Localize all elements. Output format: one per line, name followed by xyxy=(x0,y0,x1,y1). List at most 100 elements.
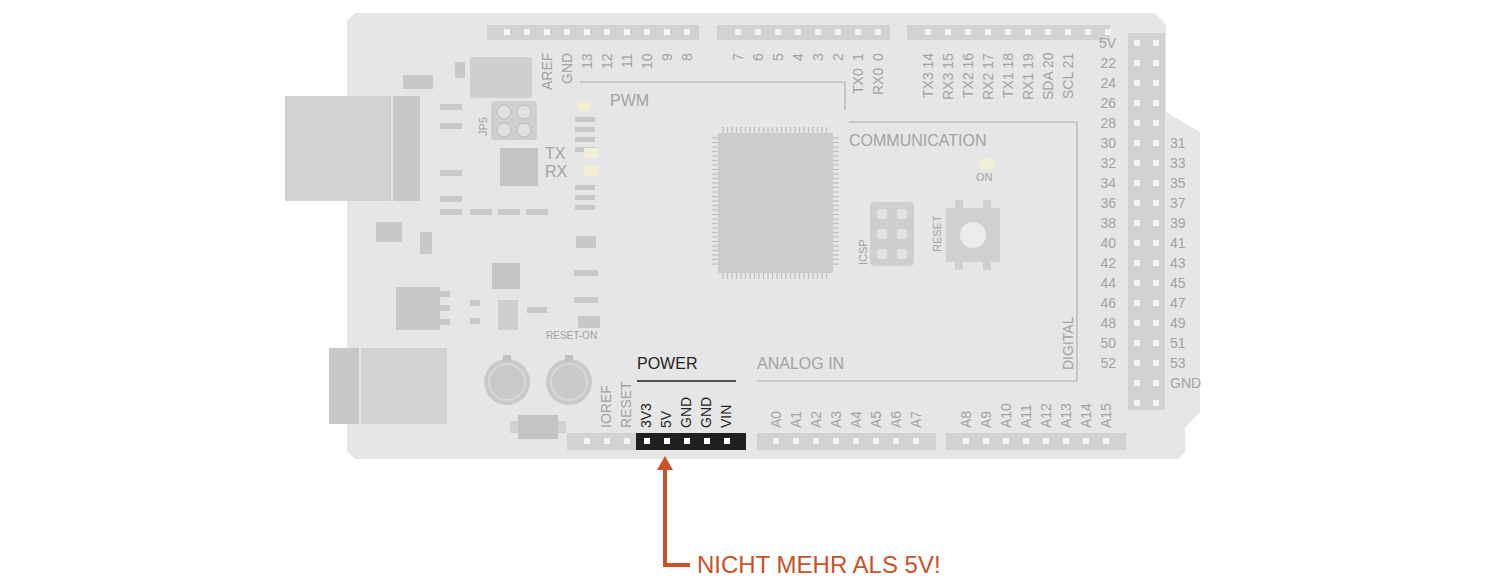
microcontroller xyxy=(833,245,839,246)
voltage-regulator xyxy=(440,319,450,325)
pin-label: 33 xyxy=(1170,156,1186,170)
section-lines xyxy=(637,380,736,382)
headers xyxy=(1134,380,1140,386)
usb-connector xyxy=(285,96,420,201)
pin-label: 47 xyxy=(1170,296,1186,310)
power-jack xyxy=(329,348,447,424)
headers xyxy=(487,25,699,40)
pin-label: 24 xyxy=(1100,76,1116,90)
headers xyxy=(584,438,590,444)
microcontroller xyxy=(833,250,839,251)
jp5-jumper xyxy=(497,123,511,137)
diode xyxy=(510,415,566,439)
headers xyxy=(584,29,590,35)
headers xyxy=(795,29,801,35)
pin-label: 34 xyxy=(1100,176,1116,190)
pin-label: A10 xyxy=(999,403,1013,428)
power-jack xyxy=(329,348,359,424)
microcontroller xyxy=(833,200,839,201)
pin-label: TX2 16 xyxy=(961,53,975,98)
headers xyxy=(604,29,610,35)
warning-arrow xyxy=(665,468,690,565)
microcontroller xyxy=(712,160,718,161)
microcontroller xyxy=(712,250,718,251)
microcontroller xyxy=(712,223,718,224)
capacitors xyxy=(489,364,525,400)
pin-label: A2 xyxy=(809,411,823,428)
headers xyxy=(1153,40,1159,46)
section-lines xyxy=(849,122,1077,381)
headers xyxy=(1134,360,1140,366)
microcontroller xyxy=(833,236,839,237)
capacitors xyxy=(484,355,592,405)
microcontroller xyxy=(833,241,839,242)
headers xyxy=(1134,400,1140,406)
jp5-jumper xyxy=(517,123,531,137)
microcontroller xyxy=(712,191,718,192)
pin-label: A5 xyxy=(869,411,883,428)
microcontroller xyxy=(833,169,839,170)
microcontroller xyxy=(727,273,728,279)
microcontroller xyxy=(803,273,804,279)
smd-parts xyxy=(576,236,596,248)
section-lines xyxy=(580,82,845,110)
pin-label: 51 xyxy=(1170,336,1186,350)
headers xyxy=(1153,380,1159,386)
headers xyxy=(1134,60,1140,66)
small-chip xyxy=(492,263,520,330)
microcontroller xyxy=(718,133,833,273)
headers xyxy=(1105,29,1111,35)
section-label: COMMUNICATION xyxy=(849,133,986,149)
microcontroller xyxy=(736,273,737,279)
part-label: ICSP xyxy=(858,239,869,265)
headers xyxy=(1153,300,1159,306)
pin-label: A9 xyxy=(979,411,993,428)
smd-parts xyxy=(575,195,595,200)
reset-button xyxy=(983,200,991,208)
headers xyxy=(815,29,821,35)
headers xyxy=(524,29,530,35)
microcontroller xyxy=(731,127,732,133)
microcontroller xyxy=(712,227,718,228)
pin-label: SCL 21 xyxy=(1061,53,1075,99)
pin-label: 7 xyxy=(731,53,745,61)
headers xyxy=(893,438,899,444)
headers xyxy=(1153,320,1159,326)
microcontroller xyxy=(722,273,723,279)
microcontroller xyxy=(758,127,759,133)
icsp-header xyxy=(897,229,907,239)
voltage-regulator xyxy=(440,305,450,311)
smd-parts xyxy=(574,297,598,303)
usb-chip xyxy=(500,148,538,186)
small-chip xyxy=(492,263,520,289)
microcontroller xyxy=(745,273,746,279)
smd-parts xyxy=(574,270,598,276)
pin-label: AREF xyxy=(540,53,554,90)
pin-label: A3 xyxy=(829,411,843,428)
microcontroller xyxy=(833,173,839,174)
pin-label: RX3 15 xyxy=(941,53,955,100)
part-label: RESET xyxy=(932,215,943,252)
microcontroller xyxy=(794,273,795,279)
microcontroller xyxy=(833,259,839,260)
icsp-header xyxy=(897,209,907,219)
headers xyxy=(735,29,741,35)
headers xyxy=(1134,40,1140,46)
headers xyxy=(946,433,1126,450)
pin-label: 40 xyxy=(1100,236,1116,250)
headers xyxy=(757,433,936,450)
headers xyxy=(624,438,630,444)
headers xyxy=(1103,438,1109,444)
headers xyxy=(504,29,510,35)
headers xyxy=(1134,80,1140,86)
capacitors xyxy=(551,364,587,400)
headers xyxy=(853,438,859,444)
pin-label: 32 xyxy=(1100,156,1116,170)
microcontroller xyxy=(821,127,822,133)
usb-connector xyxy=(391,96,393,201)
microcontroller xyxy=(712,241,718,242)
headers xyxy=(1134,200,1140,206)
microcontroller xyxy=(812,273,813,279)
pin-label: GND xyxy=(1170,376,1201,390)
